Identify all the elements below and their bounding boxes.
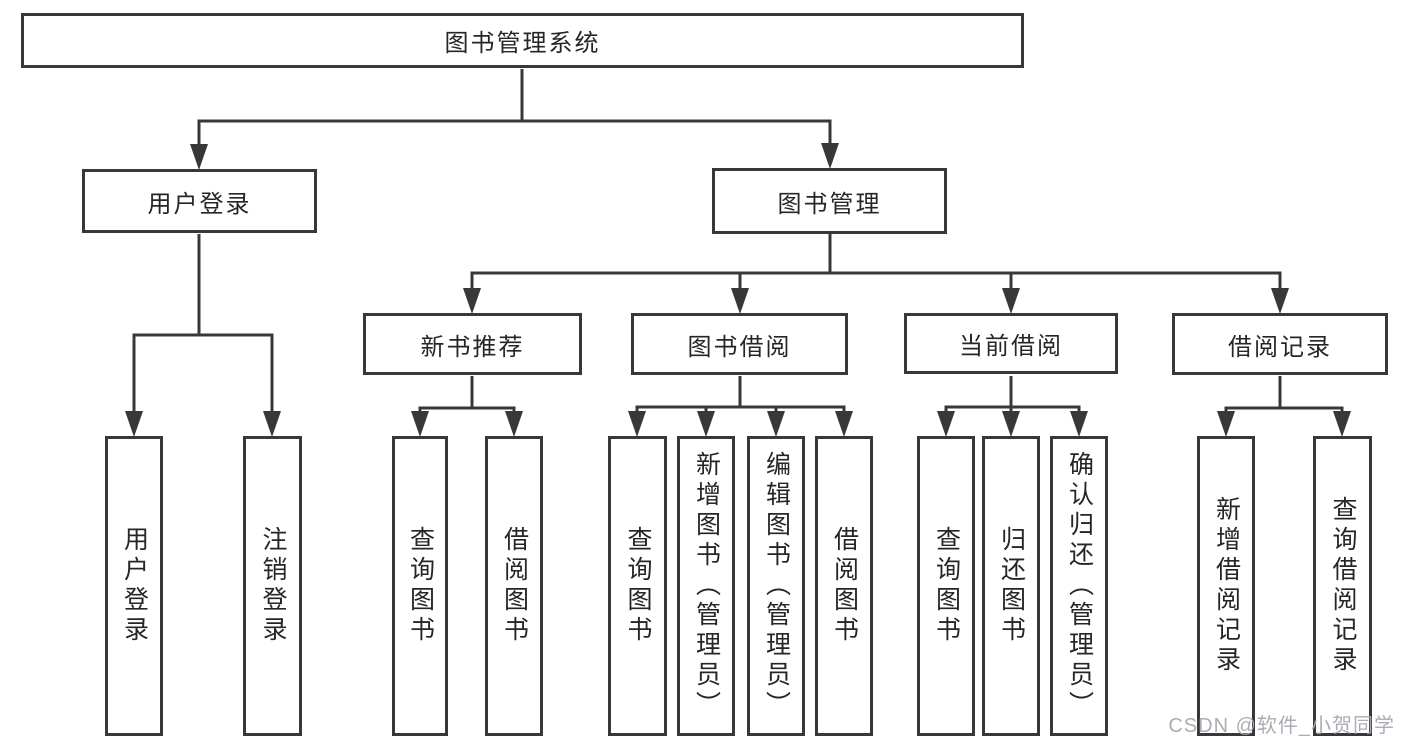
node-leaf-user-login-action: 用户登录 bbox=[105, 436, 163, 736]
node-label: 归还图书 bbox=[997, 526, 1026, 646]
node-label: 编辑图书（管理员） bbox=[762, 451, 791, 721]
connector-root-to-level2 bbox=[197, 69, 832, 148]
node-leaf-borrow-books-recommend: 借阅图书 bbox=[485, 436, 543, 736]
node-user-login: 用户登录 bbox=[82, 169, 317, 233]
node-label: 图书管理系统 bbox=[444, 30, 601, 57]
node-leaf-confirm-return-admin: 确认归还（管理员） bbox=[1050, 436, 1108, 736]
node-label: 当前借阅 bbox=[959, 333, 1063, 360]
arrowheads-borrowrecord bbox=[1217, 411, 1351, 437]
node-label: 借阅图书 bbox=[500, 526, 529, 646]
node-label: 新书推荐 bbox=[420, 333, 525, 361]
csdn-watermark: CSDN @软件_小贺同学 bbox=[1168, 715, 1395, 737]
node-leaf-logout-action: 注销登录 bbox=[243, 436, 302, 736]
arrowheads-newbook bbox=[411, 411, 523, 437]
connector-bookborrow-to-leaves bbox=[635, 376, 846, 416]
connector-newbook-to-leaves bbox=[418, 376, 516, 416]
node-leaf-add-books-admin: 新增图书（管理员） bbox=[677, 436, 735, 736]
arrowheads-userlogin bbox=[125, 411, 281, 437]
node-label: 查询图书 bbox=[406, 526, 435, 646]
node-leaf-return-books: 归还图书 bbox=[982, 436, 1040, 736]
connector-userlogin-to-leaves bbox=[132, 234, 274, 414]
node-label: 用户登录 bbox=[147, 190, 252, 218]
node-label: 图书借阅 bbox=[687, 333, 792, 361]
node-label: 查询借阅记录 bbox=[1329, 496, 1357, 676]
arrowheads-level2 bbox=[190, 143, 839, 170]
node-leaf-query-books-borrow: 查询图书 bbox=[608, 436, 667, 736]
arrowheads-level3 bbox=[463, 288, 1289, 314]
node-label: 借阅记录 bbox=[1228, 333, 1332, 361]
connector-bookmgmt-to-level3 bbox=[470, 234, 1282, 292]
node-leaf-edit-books-admin: 编辑图书（管理员） bbox=[747, 436, 805, 736]
node-current-borrowing: 当前借阅 bbox=[904, 313, 1118, 374]
node-book-borrowing: 图书借阅 bbox=[631, 313, 848, 375]
node-label: 图书管理 bbox=[777, 190, 882, 218]
node-label: 借阅图书 bbox=[830, 526, 859, 646]
node-book-management: 图书管理 bbox=[712, 168, 947, 234]
node-label: 查询图书 bbox=[624, 526, 652, 646]
node-label: 查询图书 bbox=[932, 526, 961, 646]
node-label: 新增图书（管理员） bbox=[692, 451, 721, 721]
node-label: 确认归还（管理员） bbox=[1065, 451, 1094, 721]
arrowheads-bookborrow bbox=[628, 411, 853, 437]
connector-borrowrecord-to-leaves bbox=[1224, 376, 1344, 416]
node-leaf-borrow-books: 借阅图书 bbox=[815, 436, 873, 736]
connector-currentborrow-to-leaves bbox=[944, 376, 1081, 416]
node-label: 新增借阅记录 bbox=[1212, 496, 1241, 676]
node-label: 注销登录 bbox=[259, 526, 287, 646]
node-library-management-system: 图书管理系统 bbox=[21, 13, 1024, 68]
node-leaf-add-borrow-record: 新增借阅记录 bbox=[1197, 436, 1255, 736]
node-leaf-query-books-recommend: 查询图书 bbox=[392, 436, 448, 736]
node-label: 用户登录 bbox=[120, 526, 149, 646]
node-borrowing-records: 借阅记录 bbox=[1172, 313, 1388, 375]
arrowheads-currentborrow bbox=[937, 411, 1088, 437]
node-new-book-recommendation: 新书推荐 bbox=[363, 313, 582, 375]
node-leaf-query-books-current: 查询图书 bbox=[917, 436, 975, 736]
node-leaf-query-borrow-record: 查询借阅记录 bbox=[1313, 436, 1372, 736]
